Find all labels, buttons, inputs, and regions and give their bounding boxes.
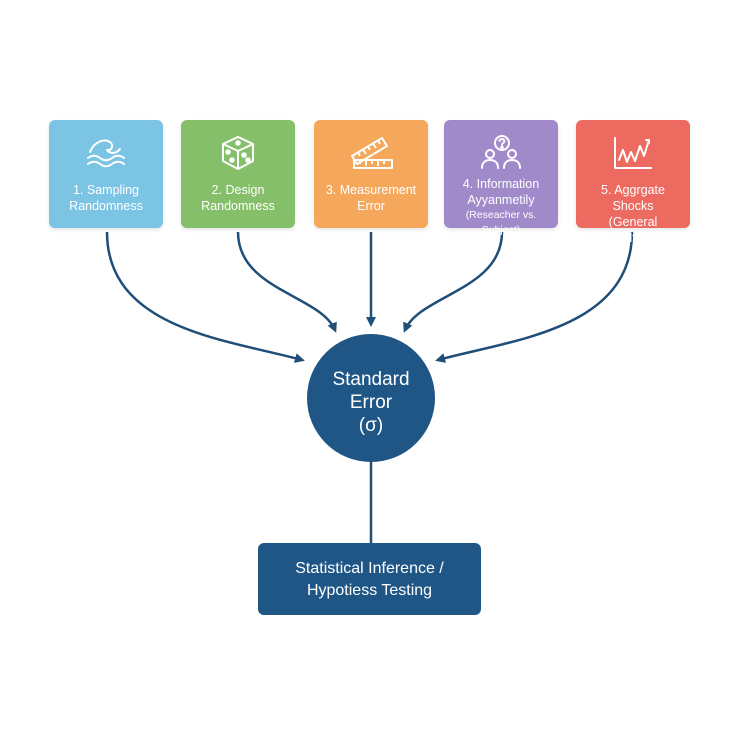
chart-shock-icon (576, 134, 690, 174)
source-label-line: 4. Information (462, 177, 540, 191)
outcome-label-line: Statistical Inference / (295, 560, 444, 577)
arrow-sampling-to-hub (105, 231, 305, 363)
source-label-line: Error (357, 199, 385, 213)
source-measurement-error: 3. Measurement Error (314, 120, 428, 228)
hub-label-line: Standard (332, 369, 410, 390)
source-aggregate-shocks: 5. Aggrgate Shocks (General Equilltrium) (576, 120, 690, 245)
dice-icon (181, 134, 295, 174)
source-label-line: 5. Aggrgate Shocks (601, 183, 665, 213)
outcome-label-line: Hypotiess Testing (306, 582, 433, 599)
source-label: 5. Aggrgate Shocks (General Equilltrium) (580, 182, 686, 246)
source-label-line: (Reseacher vs. Subject) (465, 209, 537, 236)
hub-label-line: Error (349, 392, 393, 413)
hub-label-line: (σ) (358, 415, 384, 436)
source-information-asymmetry: 4. Information Ayyanmetily (Reseacher vs… (444, 120, 558, 236)
arrow-design-to-hub (236, 231, 337, 333)
arrow-information-to-hub (403, 231, 504, 333)
source-label: 3. Measurement Error (318, 182, 424, 214)
ruler-icon (314, 134, 428, 174)
source-sampling-randomness: 1. Sampling Randomness (49, 120, 163, 228)
source-label: 2. Design Randomness (185, 182, 291, 214)
source-label-line: Randomness (69, 199, 143, 213)
source-label: 4. Information Ayyanmetily (Reseacher vs… (448, 176, 554, 238)
source-design-randomness: 2. Design Randomness (181, 120, 295, 228)
arrow-shocks-to-hub (435, 231, 634, 363)
standard-error-hub: Standard Error (σ) (307, 334, 435, 462)
source-label: 1. Sampling Randomness (53, 182, 159, 214)
source-label-line: (General Equilltrium) (601, 215, 665, 245)
source-label-line: 2. Design (211, 183, 265, 197)
people-question-icon (444, 134, 558, 174)
source-label-line: 1. Sampling (72, 183, 139, 197)
waves-icon (49, 134, 163, 174)
source-label-line: 3. Measurement (325, 183, 417, 197)
statistical-inference-box: Statistical Inference / Hypotiess Testin… (258, 543, 481, 615)
source-label-line: Ayyanmetily (467, 193, 535, 207)
source-label-line: Randomness (201, 199, 275, 213)
